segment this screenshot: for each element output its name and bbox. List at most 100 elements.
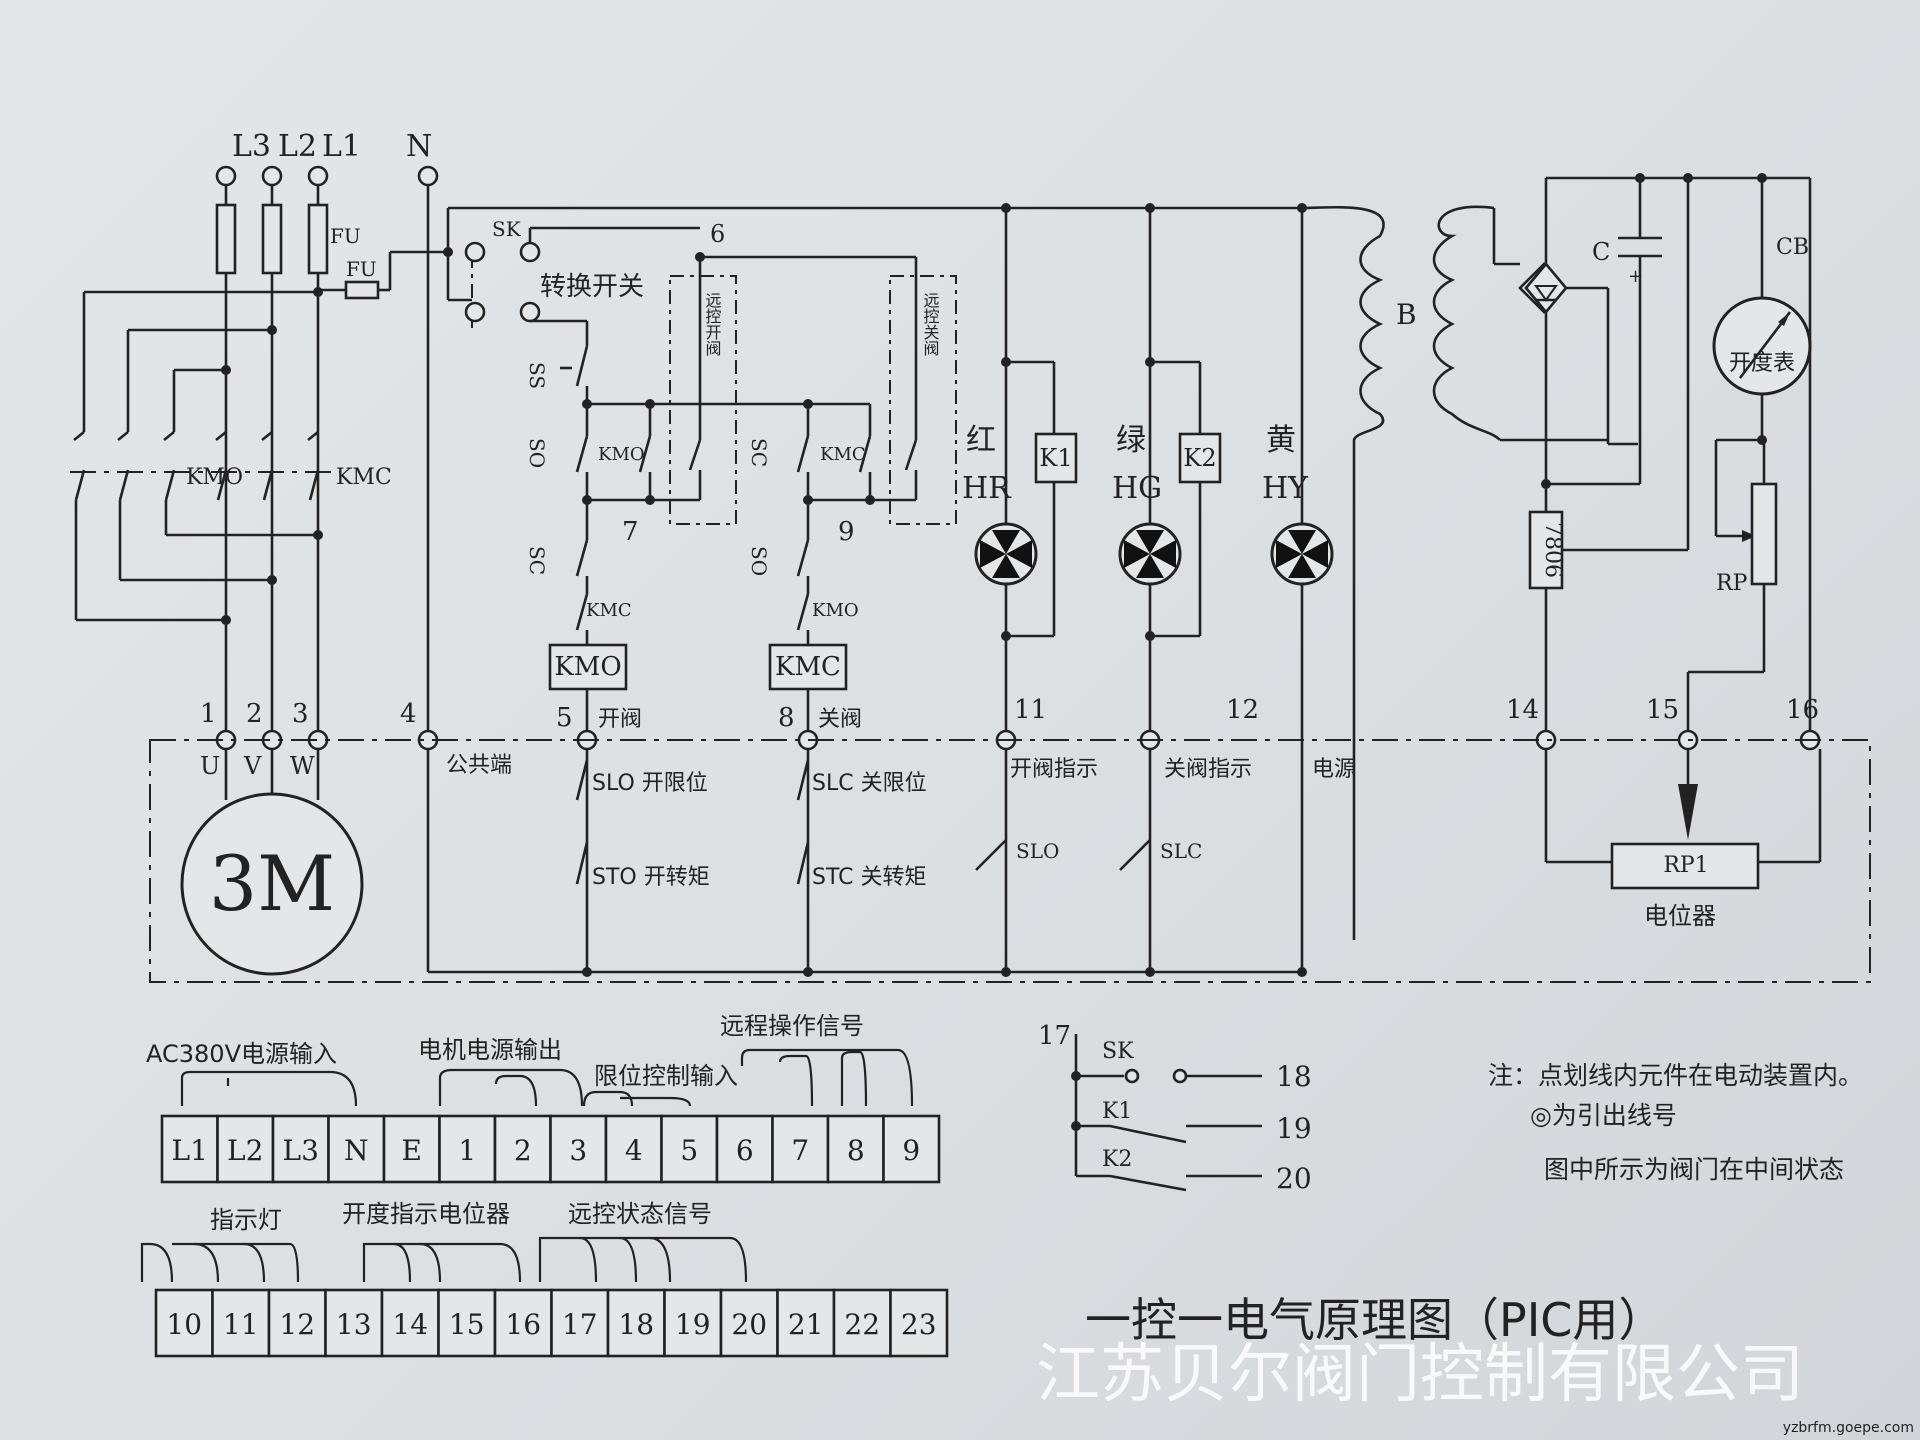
label-n18: 18 xyxy=(1276,1060,1312,1093)
close-control-branch xyxy=(650,255,916,730)
label-yellow: 黄 xyxy=(1266,423,1296,458)
kmc-coil xyxy=(768,643,848,691)
label-pos-pot: 开度指示电位器 xyxy=(342,1200,510,1228)
note-middle-state: 图中所示为阀门在中间状态 xyxy=(1544,1155,1844,1184)
label-kmo-aux: KMO xyxy=(598,444,645,465)
contactor-main-contacts xyxy=(70,430,340,620)
label-cb: CB xyxy=(1776,235,1809,260)
terminal-cell xyxy=(160,1114,219,1184)
sk-contact-2 xyxy=(464,301,486,323)
label-red: 红 xyxy=(966,423,996,458)
label-so: SO xyxy=(525,438,549,468)
label-w: W xyxy=(290,752,315,780)
terminal-cell-label: 16 xyxy=(505,1308,541,1341)
label-so-2: SO xyxy=(747,546,771,576)
terminal-cell-label: 6 xyxy=(736,1134,754,1167)
terminal-cell xyxy=(660,1114,719,1184)
label-relay-k2: K2 xyxy=(1102,1147,1132,1172)
terminal-cell-label: L1 xyxy=(172,1134,208,1167)
terminal-cell-label: 15 xyxy=(449,1308,485,1341)
note-lead-out: ◎为引出线号 xyxy=(1530,1101,1677,1130)
label-sto-open-torque: STO 开转矩 xyxy=(592,865,710,890)
label-l3: L3 xyxy=(232,129,271,164)
strip1-brackets xyxy=(180,1048,914,1107)
control-bus xyxy=(446,206,1300,330)
label-meter: 开度表 xyxy=(1729,351,1795,376)
label-open-indicator: 开阀指示 xyxy=(1010,757,1098,782)
terminal-cell-label: 2 xyxy=(514,1134,532,1167)
label-plus: + xyxy=(1628,266,1643,287)
terminal-14 xyxy=(1535,729,1557,751)
terminal-cell-label: N xyxy=(344,1134,369,1167)
company-watermark: 江苏贝尔阀门控制有限公司 xyxy=(1036,1338,1804,1412)
label-relay-k1: K1 xyxy=(1102,1099,1132,1124)
terminal-cell xyxy=(271,1114,330,1184)
label-b: B xyxy=(1396,298,1417,331)
terminal-cell xyxy=(550,1288,610,1358)
note-enclosure: 注：点划线内元件在电动装置内。 xyxy=(1488,1061,1863,1090)
label-sc-2: SC xyxy=(747,438,771,467)
label-ss: SS xyxy=(525,362,549,389)
label-kmc-interlock: KMC xyxy=(586,600,632,621)
label-t4: 4 xyxy=(400,699,417,729)
label-hy: HY xyxy=(1262,471,1309,506)
main-fuses xyxy=(215,185,329,275)
label-common: 公共端 xyxy=(446,753,512,778)
label-green: 绿 xyxy=(1116,423,1146,458)
label-node-9: 9 xyxy=(838,517,855,547)
remote-open-box xyxy=(669,257,737,525)
label-t2: 2 xyxy=(246,699,263,729)
k1-relay xyxy=(1034,432,1078,484)
label-fu-2: FU xyxy=(346,257,377,281)
label-k1: K1 xyxy=(1039,444,1072,472)
trim-pot-rp xyxy=(1686,438,1778,735)
control-fuse xyxy=(316,250,448,300)
terminal-cell-label: 9 xyxy=(902,1134,920,1167)
label-u: U xyxy=(200,752,220,780)
label-pot: 电位器 xyxy=(1644,902,1716,930)
label-motor-out: 电机电源输出 xyxy=(418,1036,562,1064)
label-ac380: AC380V电源输入 xyxy=(146,1040,337,1068)
terminal-cell-label: 8 xyxy=(847,1134,865,1167)
green-lamp xyxy=(1118,522,1182,586)
terminal-cell xyxy=(889,1288,949,1358)
website-watermark: yzbrfm.goepe.com xyxy=(1783,1420,1914,1436)
label-select-switch: 转换开关 xyxy=(540,272,644,302)
terminal-cell-label: 22 xyxy=(844,1308,880,1341)
label-t11: 11 xyxy=(1014,695,1047,725)
terminal-cell xyxy=(438,1114,497,1184)
label-rp1: RP1 xyxy=(1663,853,1708,878)
terminal-cell-label: 1 xyxy=(458,1134,476,1167)
terminal-cell-label: 19 xyxy=(675,1308,711,1341)
limit-torque-switches xyxy=(575,759,1151,885)
label-l1: L1 xyxy=(322,129,361,164)
terminal-n xyxy=(417,165,439,187)
sk-contact-3 xyxy=(519,241,541,263)
label-node-6: 6 xyxy=(710,220,725,248)
label-remote-signal: 远程操作信号 xyxy=(720,1012,864,1040)
terminal-cell xyxy=(154,1288,214,1358)
label-kmc-coil: KMC xyxy=(775,652,841,682)
label-t14: 14 xyxy=(1506,695,1539,725)
label-kmo-coil: KMO xyxy=(554,652,621,682)
phase-wires xyxy=(82,185,430,735)
label-t5: 5 xyxy=(556,703,573,733)
terminal-cell xyxy=(606,1288,666,1358)
terminal-l1 xyxy=(307,165,329,187)
position-meter-cb xyxy=(1712,178,1812,445)
sk-contact-4 xyxy=(519,301,541,323)
terminal-cell-label: 12 xyxy=(279,1308,315,1341)
label-indicator: 指示灯 xyxy=(210,1206,282,1234)
label-k2: K2 xyxy=(1183,444,1216,472)
label-kmo-interlock: KMO xyxy=(812,600,859,621)
capacitor-c xyxy=(1546,178,1662,486)
terminal-cell-label: 17 xyxy=(562,1308,598,1341)
label-power: 电源 xyxy=(1312,757,1356,782)
label-limit-input: 限位控制输入 xyxy=(594,1062,738,1090)
terminal-cell xyxy=(882,1114,941,1184)
red-lamp xyxy=(974,522,1038,586)
terminal-cell-label: 21 xyxy=(788,1308,824,1341)
terminal-cell xyxy=(776,1288,836,1358)
terminal-cell-label: 7 xyxy=(791,1134,809,1167)
terminal-cell xyxy=(493,1288,553,1358)
